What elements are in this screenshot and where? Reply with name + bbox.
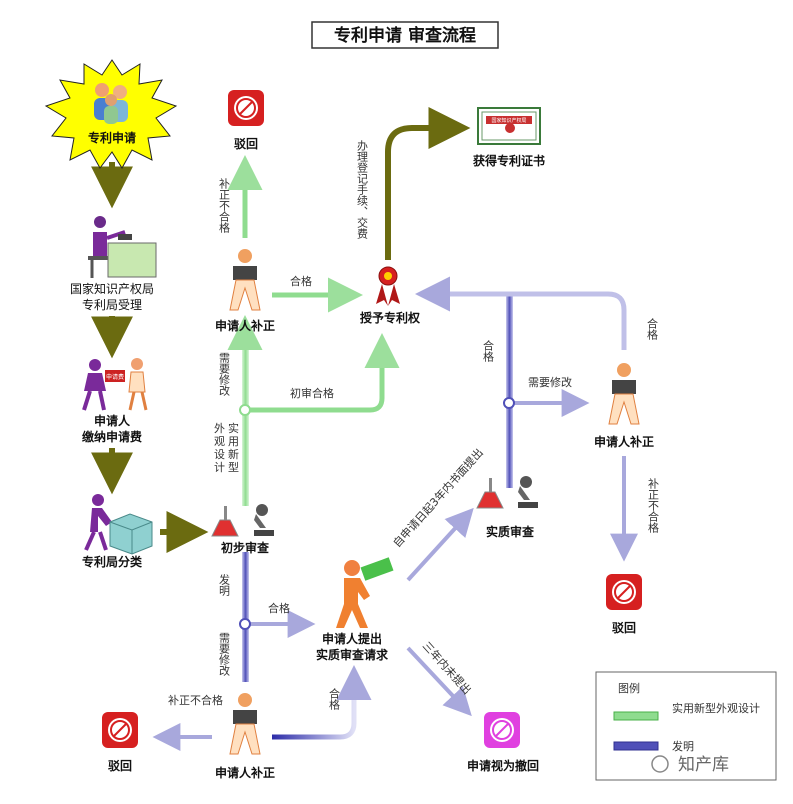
certificate-arrow [385,107,471,260]
withdrawn-node: 申请视为撤回 [467,712,539,773]
person-submitting-icon [336,557,394,628]
legend-green-label: 实用新型外观设计 [672,701,760,715]
watermark-text: 知产库 [678,755,729,775]
lab-flask-microscope-icon [211,504,274,537]
lab-flask-microscope-icon [476,476,538,509]
receive-label-1: 国家知识产权局 [70,281,154,296]
fee-paper-text: 申请费 [106,373,124,381]
award-ribbon-icon [376,266,400,306]
box-sorting-icon [84,494,153,555]
receive-node: 国家知识产权局 专利局受理 [70,216,157,312]
green-paths [227,155,400,506]
grant-label: 授予专利权 [360,310,421,325]
legend: 图例 实用新型外观设计 发明 [595,671,777,781]
edge-label-bzbhg-right: 补正不合格 [647,478,660,534]
reject-top-label: 驳回 [234,137,258,151]
reject-bottom-node: 驳回 [102,712,138,773]
certificate-icon-text: 国家知识产权局 [491,117,526,124]
classify-label: 专利局分类 [82,554,143,569]
reject-icon [102,712,138,748]
request-label-2: 实质审查请求 [316,647,389,662]
prelim-label: 初步审查 [221,540,270,555]
withdraw-icon [484,712,520,748]
person-with-papers-icon [229,693,261,755]
reject-top-node: 驳回 [228,90,264,151]
edge-label-hege-top: 合格 [290,274,312,288]
edge-label-xyxg-left: 需要修改 [218,352,231,397]
edge-label-chushen: 初审合格 [290,386,334,400]
handover-icon: 申请费 [82,358,148,411]
reject-icon [228,90,264,126]
edge-label-hege-right2: 合格 [646,317,659,341]
correct-bottom-node: 申请人补正 [215,693,275,780]
classify-node: 专利局分类 [82,494,153,569]
grant-node: 授予专利权 [360,266,421,325]
edge-label-hege-up: 合格 [328,687,341,711]
certificate-label: 获得专利证书 [472,153,545,168]
green-junction [239,404,251,416]
legend-blue-label: 发明 [672,739,694,753]
withdrawn-label: 申请视为撤回 [467,758,539,773]
left-column-arrows [91,162,209,553]
desk-worker-icon [88,216,157,278]
edge-label-within3: 自申请日起3年内书面提出 [390,446,486,550]
edge-label-xyxg-right: 需要修改 [528,375,572,389]
substantive-label: 实质审查 [486,524,535,539]
legend-title: 图例 [618,681,640,695]
blue-junction-left [239,618,251,630]
certificate-icon: 国家知识产权局 [477,107,541,145]
correct-right-label: 申请人补正 [594,434,654,449]
correct-bottom-label: 申请人补正 [215,765,275,780]
request-label-1: 申请人提出 [322,631,382,646]
reject-right-label: 驳回 [612,621,636,635]
pay-label-2: 缴纳申请费 [82,429,142,444]
correct-top-node: 申请人补正 [215,249,275,333]
watermark: 知产库 [651,755,729,775]
pay-label-1: 申请人 [94,413,131,428]
request-node: 申请人提出 实质审查请求 [316,557,394,662]
reject-icon [606,574,642,610]
edge-label-xyxg-bottom: 需要修改 [218,632,231,677]
edge-label-bzbhg-bottom: 补正不合格 [168,693,223,707]
edge-label-syxx: 实用新型外观设计 [214,421,239,474]
person-with-papers-icon [608,363,640,425]
edge-label-hege-right: 合格 [482,339,495,363]
apply-node: 专利申请 [44,59,178,169]
edge-label-faming: 发明 [218,573,231,597]
edge-label-bzbhg-top: 补正不合格 [218,178,231,234]
wechat-icon [651,755,669,773]
title-text: 专利申请 审查流程 [334,25,476,46]
edge-label-register: 办理登记手续、交费 [356,140,369,240]
legend-swatch-green [613,711,659,721]
reject-right-node: 驳回 [606,574,642,635]
reject-bottom-label: 驳回 [108,759,132,773]
receive-label-2: 专利局受理 [82,297,142,312]
correct-top-label: 申请人补正 [215,318,275,333]
pay-node: 申请费 申请人 缴纳申请费 [82,358,148,444]
legend-swatch-blue [613,741,659,751]
edge-label-hege-bottom: 合格 [268,601,290,615]
correct-right-node: 申请人补正 [594,363,654,449]
apply-label: 专利申请 [88,130,136,145]
diagram-title: 专利申请 审查流程 [311,21,499,49]
substantive-node: 实质审查 [476,476,538,539]
blue-paths [152,276,638,751]
certificate-node: 国家知识产权局 获得专利证书 [472,107,545,168]
prelim-node: 初步审查 [211,504,274,555]
people-icon [94,83,128,124]
person-with-papers-icon [229,249,261,311]
blue-junction-right [503,397,515,409]
